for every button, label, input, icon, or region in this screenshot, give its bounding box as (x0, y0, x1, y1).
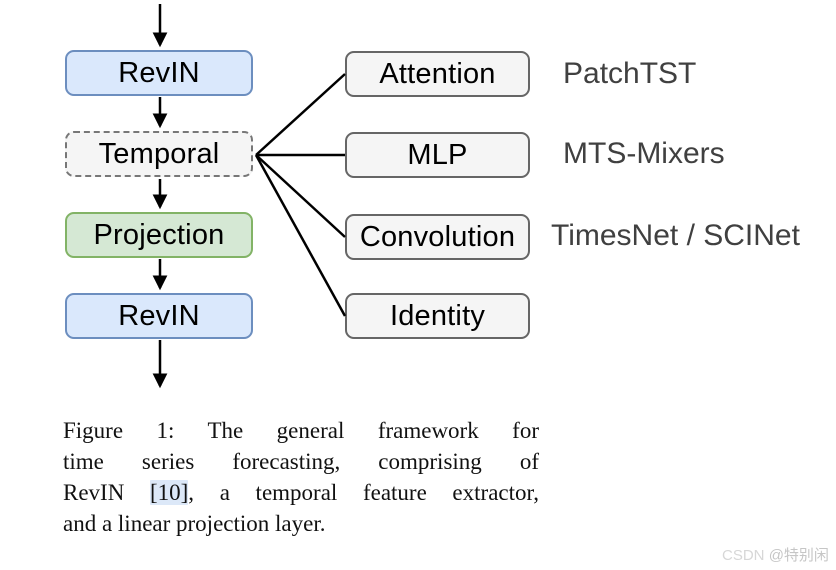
figure-caption: Figure 1: The general framework for time… (63, 415, 539, 539)
model-label-timesnet-scinet: TimesNet / SCINet (551, 219, 800, 252)
revin-top-box: RevIN (65, 50, 253, 96)
mlp-box: MLP (345, 132, 530, 178)
model-label-patchtst: PatchTST (563, 57, 697, 90)
csdn-watermark: CSDN @特别闲 (722, 544, 829, 565)
identity-box: Identity (345, 293, 530, 339)
watermark-user: @特别闲 (768, 547, 829, 564)
caption-line-4: and a linear projection layer. (63, 511, 326, 536)
projection-box: Projection (65, 212, 253, 258)
caption-line-3-post: , a temporal feature extractor, (188, 480, 539, 505)
line-temporal-to-attention (255, 73, 346, 156)
citation-ref-10: [10] (149, 480, 189, 505)
caption-line-1: Figure 1: The general framework for (63, 418, 539, 443)
watermark-brand: CSDN (722, 547, 765, 564)
line-temporal-to-convolution (255, 154, 346, 238)
caption-line-2: time series forecasting, comprising of (63, 449, 539, 474)
model-label-mts-mixers: MTS-Mixers (563, 137, 725, 170)
temporal-box: Temporal (65, 131, 253, 177)
convolution-box: Convolution (345, 214, 530, 260)
line-temporal-to-identity (254, 154, 347, 317)
revin-bottom-box: RevIN (65, 293, 253, 339)
caption-line-3: RevIN [10], a temporal feature extractor… (63, 477, 539, 508)
caption-line-3-pre: RevIN (63, 480, 150, 505)
attention-box: Attention (345, 51, 530, 97)
